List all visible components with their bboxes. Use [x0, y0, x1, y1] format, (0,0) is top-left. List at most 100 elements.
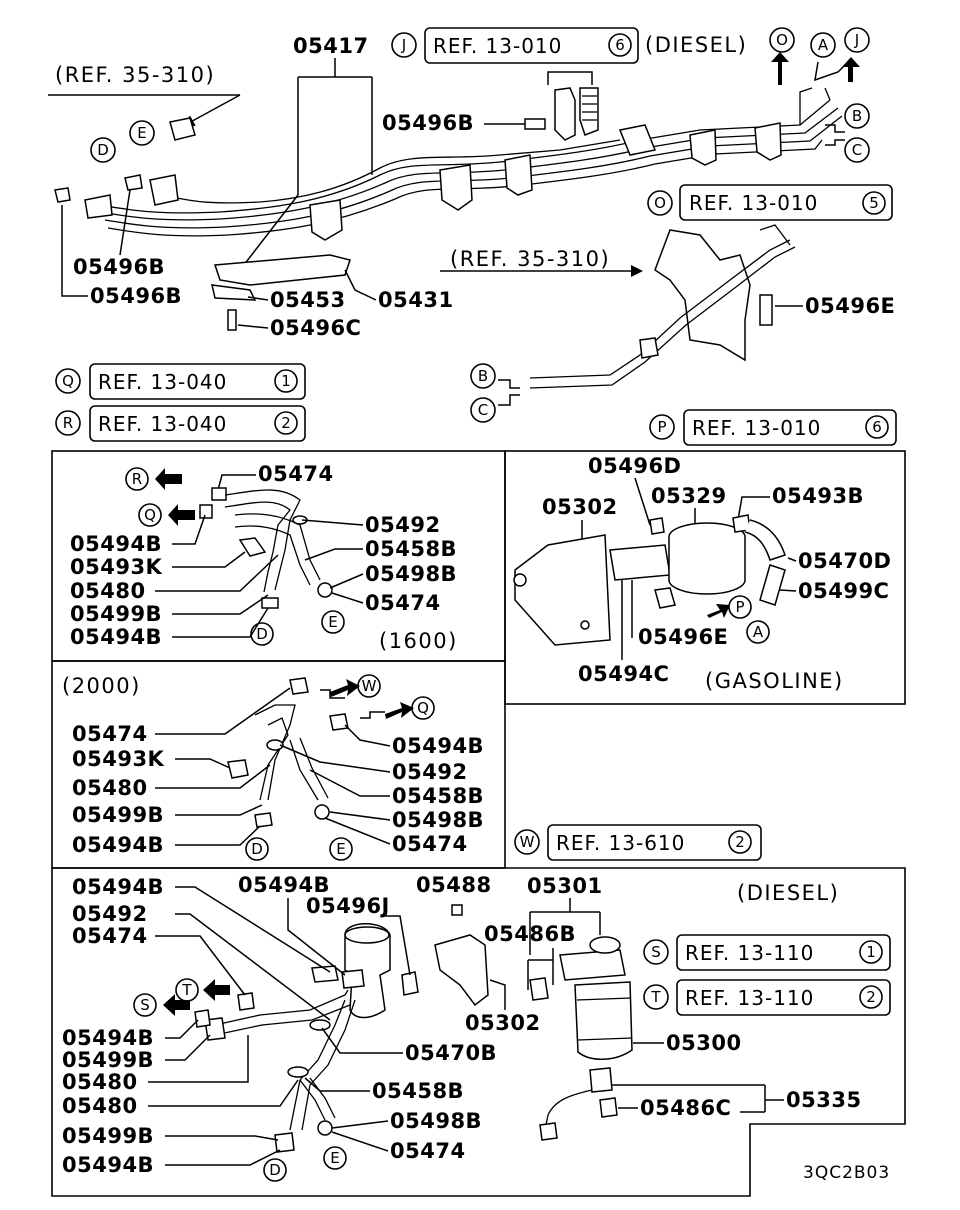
- part-05494b-2000-a: 05494B: [392, 734, 484, 758]
- note-gasoline: (GASOLINE): [705, 669, 844, 693]
- ref-num-circle-j: [608, 33, 632, 57]
- leader-line: [119, 189, 131, 256]
- leader-line: [329, 811, 391, 821]
- ref-text-j: REF. 13-010: [433, 34, 562, 58]
- panel-gasoline: 05496D 05302 05329 05493B 05470D 05499C …: [504, 450, 906, 705]
- ref-box-t: [676, 979, 891, 1016]
- part-05494b-diesel-c: 05494B: [62, 1026, 154, 1050]
- part-05474-2000-b: 05474: [392, 832, 468, 856]
- ref-letter-r-circle: [55, 410, 81, 436]
- clip: [194, 1009, 211, 1028]
- letter-p-circle-gas: [728, 595, 752, 619]
- leader-line: [175, 886, 331, 973]
- part-05458b-diesel: 05458B: [372, 1079, 464, 1103]
- part-05496d: 05496D: [588, 454, 682, 478]
- ref-letter-j-circle: [391, 32, 417, 58]
- leader-line: [172, 607, 269, 638]
- part-05498b-1600: 05498B: [365, 562, 457, 586]
- ref-box-s: [676, 934, 891, 971]
- ref-text-o: REF. 13-010: [689, 191, 818, 215]
- hose: [224, 489, 301, 591]
- leader-line: [217, 474, 256, 491]
- clip: [238, 537, 267, 557]
- leader-arrow: [182, 94, 241, 127]
- sensor-wire: [544, 1089, 593, 1131]
- hose: [301, 999, 356, 1131]
- letter-e-diesel: E: [330, 1149, 339, 1167]
- ref-text-r: REF. 13-040: [98, 412, 227, 436]
- ref-text-t: REF. 13-110: [685, 986, 814, 1010]
- leader-line: [148, 1035, 249, 1083]
- part-05474-2000-a: 05474: [72, 722, 148, 746]
- part-05496b-left-b: 05496B: [90, 284, 182, 308]
- letter-a-circle-top: [810, 32, 836, 58]
- part-05453: 05453: [270, 288, 346, 312]
- part-05474-diesel-a: 05474: [72, 924, 148, 948]
- leader-line: [321, 1027, 403, 1054]
- letter-e-2000: E: [336, 840, 345, 858]
- letter-b-circle-top: [844, 103, 870, 129]
- part-05494b-2000-b: 05494B: [72, 833, 164, 857]
- bolt-hole: [580, 620, 590, 630]
- leader-line: [384, 915, 411, 976]
- ref-letter-s-circle: [643, 939, 669, 965]
- letter-e-circle-top: [129, 120, 155, 146]
- clip: [329, 713, 349, 731]
- letter-e-1600: E: [328, 613, 337, 631]
- part-05470b: 05470B: [405, 1041, 497, 1065]
- ref-num-p: 6: [872, 418, 882, 436]
- letter-a-gas: A: [753, 623, 764, 641]
- leader-bracket: [612, 1084, 784, 1113]
- letter-e-top: E: [137, 124, 146, 142]
- pipe-clamp: [754, 122, 782, 161]
- letter-a-circle-gas: [746, 620, 770, 644]
- part-05470d: 05470D: [798, 549, 892, 573]
- part-05329: 05329: [651, 484, 727, 508]
- part-05498b-diesel: 05498B: [390, 1109, 482, 1133]
- part-05494b-1600-b: 05494B: [70, 625, 162, 649]
- leader-line: [309, 769, 390, 797]
- arrow-left-icon: [155, 468, 182, 490]
- connector: [539, 1122, 558, 1141]
- leader-line: [787, 557, 797, 562]
- letter-p-gas: P: [735, 598, 744, 616]
- part-05492-2000: 05492: [392, 760, 468, 784]
- part-05496b-left-a: 05496B: [73, 255, 165, 279]
- part-05493b-gas: 05493B: [772, 484, 864, 508]
- leader-line: [175, 804, 263, 816]
- ref-num-circle-r: [274, 411, 298, 435]
- fitting: [149, 174, 179, 206]
- part-05493k-2000: 05493K: [72, 747, 165, 771]
- hose: [234, 525, 311, 586]
- ref-num-circle-p: [865, 415, 889, 439]
- ref-box-o: [679, 184, 893, 221]
- leader-line: [175, 913, 331, 1021]
- ref-letter-t-circle: [643, 984, 669, 1010]
- ref-num-circle-w: [728, 830, 752, 854]
- part-05302-diesel: 05302: [465, 1011, 541, 1035]
- letter-w-2000: W: [362, 677, 377, 695]
- ref-num-o: 5: [869, 194, 879, 212]
- leader-line: [172, 514, 206, 545]
- leader-line: [155, 687, 291, 735]
- letter-c-circle-top: [844, 137, 870, 163]
- ref-letter-q: Q: [62, 372, 74, 390]
- hose: [744, 519, 786, 561]
- bolt: [54, 187, 71, 203]
- letter-d-diesel: D: [269, 1161, 281, 1179]
- clamp: [261, 597, 279, 609]
- ref-text-q: REF. 13-040: [98, 370, 227, 394]
- part-05496c: 05496C: [270, 316, 361, 340]
- letter-r-circle-1600: [125, 467, 149, 491]
- leader-line: [634, 477, 651, 526]
- bolt: [529, 977, 549, 1001]
- arrow-left-icon: [163, 994, 190, 1016]
- ref-box-j: [424, 27, 639, 64]
- leader-line: [175, 825, 261, 846]
- nut: [451, 904, 463, 916]
- part-05496b-top: 05496B: [382, 111, 474, 135]
- part-05480-diesel-a: 05480: [62, 1070, 138, 1094]
- break-line: [825, 124, 845, 146]
- pipe-clamp: [639, 337, 659, 359]
